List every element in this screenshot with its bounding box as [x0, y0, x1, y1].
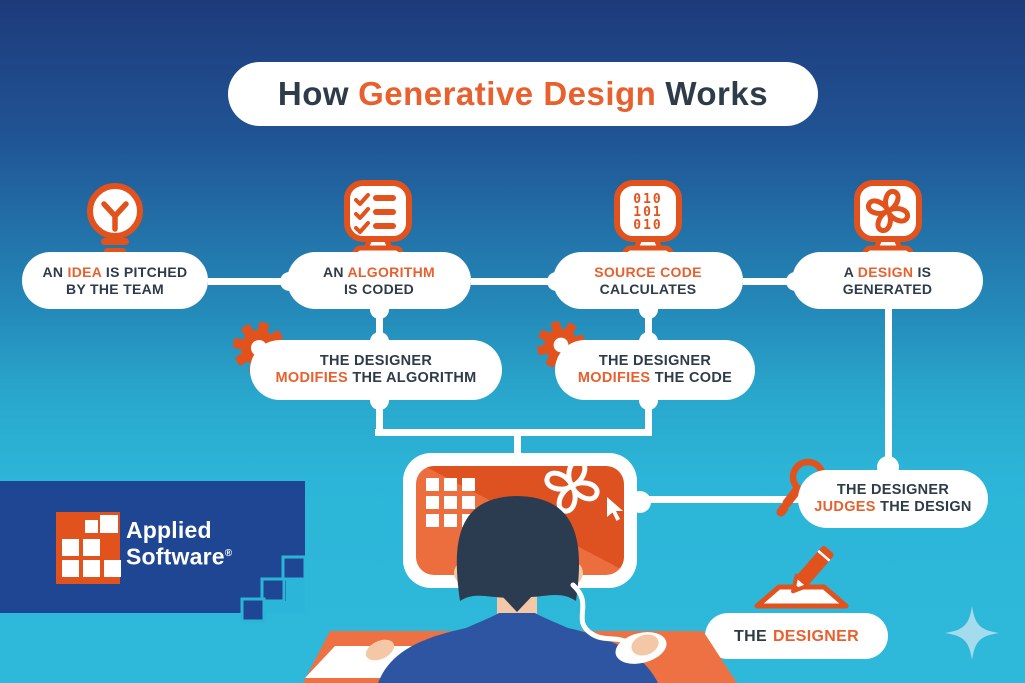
connector-line — [743, 278, 793, 285]
connector-line — [644, 305, 652, 341]
binary-text: 010 — [633, 192, 662, 207]
lightbulb-icon — [87, 183, 143, 255]
pill-line: GENERATED — [842, 280, 933, 297]
pill-designer-modifies-algorithm: THE DESIGNER MODIFIES THE ALGORITHM — [250, 340, 502, 400]
binary-code-monitor-icon: 010 101 010 — [614, 180, 682, 262]
pill-line: AN IDEA IS PITCHED — [42, 263, 188, 280]
computer-mouse — [615, 632, 667, 664]
step-pill-design: A DESIGN IS GENERATED — [792, 252, 983, 309]
step-pill-source-code: SOURCE CODE CALCULATES — [553, 252, 743, 309]
pill-line: A DESIGN IS — [843, 263, 932, 280]
connector-line — [375, 305, 383, 341]
right-hand — [631, 634, 659, 656]
pill-designer-modifies-code: THE DESIGNER MODIFIES THE CODE — [555, 340, 755, 400]
step-pill-idea: AN IDEA IS PITCHED BY THE TEAM — [22, 252, 208, 309]
mouse-cable — [570, 582, 631, 646]
hair — [456, 496, 580, 601]
drawing-sheet — [305, 646, 432, 678]
pill-the-designer: THE DESIGNER — [705, 613, 888, 659]
step-pill-algorithm: AN ALGORITHM IS CODED — [287, 252, 471, 309]
logo-text-line2: Software® — [126, 543, 233, 570]
title-text: How — [277, 75, 350, 112]
connector-line — [644, 496, 800, 503]
pill-line: IS CODED — [343, 280, 415, 297]
propeller-monitor-icon — [854, 180, 922, 262]
hair-tip — [500, 594, 534, 612]
neck — [497, 560, 537, 636]
designer-person — [365, 496, 667, 683]
logo-banner-graphics — [0, 481, 305, 623]
screen-grid-icon — [426, 478, 475, 527]
registered-mark: ® — [224, 548, 233, 559]
pill-line: THE DESIGNER — [319, 353, 433, 369]
connector-line — [208, 278, 288, 285]
cursor-icon — [607, 497, 623, 521]
pill-line: THE DESIGNER — [836, 482, 950, 498]
pill-line: AN ALGORITHM — [323, 263, 435, 280]
pill-line: JUDGES THE DESIGN — [814, 499, 972, 515]
computer-monitor — [403, 453, 651, 588]
binary-text: 010 — [633, 218, 662, 233]
pill-line: CALCULATES — [599, 280, 697, 297]
stair-squares — [240, 555, 305, 623]
pill-line: SOURCE CODE — [594, 263, 702, 280]
applied-software-logo-mark — [56, 512, 121, 584]
binary-text: 101 — [633, 205, 662, 220]
connector-line — [513, 432, 521, 456]
connector-line — [471, 278, 554, 285]
pill-line: THE DESIGNER — [598, 353, 712, 369]
title-text: Works — [665, 75, 769, 112]
screen-propeller-sketch-icon — [544, 458, 600, 514]
title-highlight: Generative Design — [358, 75, 657, 112]
shirt — [378, 613, 658, 683]
desk — [303, 631, 737, 683]
logo-text-line1: Applied — [126, 517, 212, 543]
pill-designer-judges-design: THE DESIGNER JUDGES THE DESIGN — [798, 470, 988, 528]
ear — [454, 561, 478, 585]
ear — [559, 561, 583, 585]
left-hand — [365, 639, 395, 661]
title-pill: How Generative Design Works — [228, 62, 818, 126]
logo-banner: Applied Software® — [0, 481, 305, 631]
connector-line — [884, 306, 892, 468]
checklist-monitor-icon — [344, 180, 412, 262]
pill-line: BY THE TEAM — [66, 280, 164, 297]
pencil-icon — [754, 546, 849, 609]
connector-line — [644, 398, 652, 433]
pill-line: MODIFIES THE CODE — [577, 370, 733, 386]
connector-line — [375, 398, 383, 433]
sparkle-icon — [945, 606, 999, 660]
pill-line: MODIFIES THE ALGORITHM — [275, 370, 477, 386]
